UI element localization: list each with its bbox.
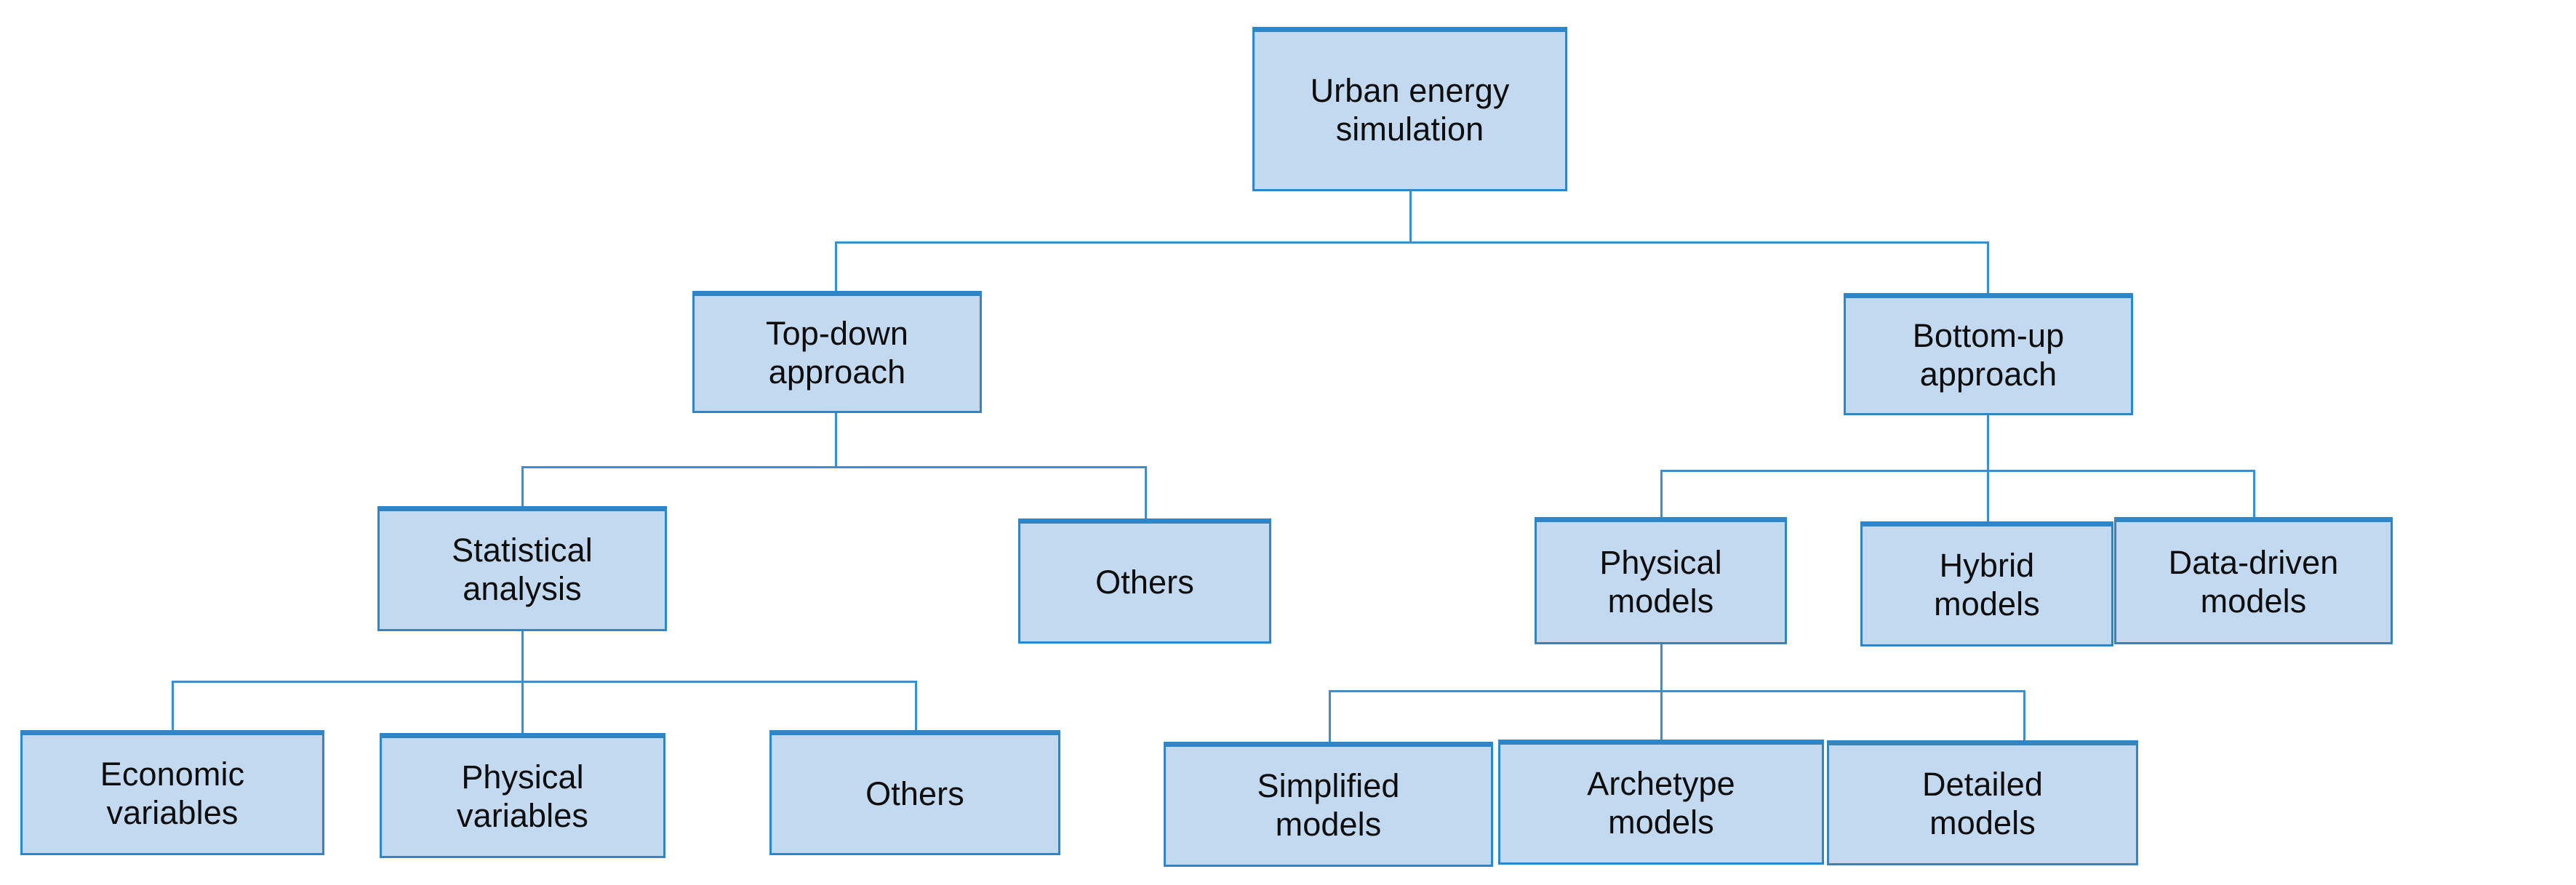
node-label: Statistical analysis <box>452 532 593 607</box>
connector-physical-models-stem <box>1660 643 1663 742</box>
node-detailed-models[interactable]: Detailed models <box>1827 740 2138 865</box>
connector-to-others-top-down <box>1145 466 1147 520</box>
node-label: Others <box>1095 563 1194 601</box>
node-statistical-analysis[interactable]: Statistical analysis <box>377 506 667 631</box>
connector-bottom-up-stem <box>1987 415 1989 471</box>
connector-top-down-bus <box>521 466 1147 468</box>
connector-to-statistical-analysis <box>521 466 524 508</box>
node-label: Data-driven models <box>2168 543 2339 620</box>
connector-to-economic-variables <box>172 681 174 732</box>
connector-to-bottom-up <box>1987 241 1989 295</box>
node-label: Physical variables <box>457 758 588 834</box>
node-label: Top-down approach <box>766 315 908 391</box>
node-label: Archetype models <box>1587 765 1735 841</box>
connector-to-physical-models <box>1660 470 1663 518</box>
node-label: Urban energy simulation <box>1310 72 1510 148</box>
connector-to-simplified-models <box>1329 690 1331 742</box>
node-bottom-up-approach[interactable]: Bottom-up approach <box>1844 293 2133 415</box>
connector-to-data-driven-models <box>2253 470 2255 518</box>
node-archetype-models[interactable]: Archetype models <box>1498 740 1824 865</box>
node-physical-variables[interactable]: Physical variables <box>380 733 665 858</box>
connector-level1-bus <box>835 241 1989 244</box>
connector-statistical-analysis-bus <box>172 681 917 683</box>
node-label: Hybrid models <box>1934 547 2040 622</box>
node-label: Others <box>865 774 964 812</box>
node-others-top-down[interactable]: Others <box>1018 518 1271 644</box>
node-label: Economic variables <box>100 756 245 831</box>
node-others-statistical[interactable]: Others <box>769 730 1060 855</box>
node-urban-energy-simulation[interactable]: Urban energy simulation <box>1252 27 1567 191</box>
connector-root-stem <box>1409 189 1412 243</box>
connector-to-others-statistical <box>915 681 917 732</box>
node-label: Detailed models <box>1922 766 2043 841</box>
node-hybrid-models[interactable]: Hybrid models <box>1860 521 2113 646</box>
connector-bottom-up-bus <box>1660 470 2255 472</box>
node-label: Simplified models <box>1257 767 1400 843</box>
connector-to-top-down <box>835 241 837 292</box>
node-top-down-approach[interactable]: Top-down approach <box>692 291 982 413</box>
node-data-driven-models[interactable]: Data-driven models <box>2114 517 2393 644</box>
node-simplified-models[interactable]: Simplified models <box>1164 742 1493 867</box>
node-label: Physical models <box>1599 543 1722 620</box>
node-label: Bottom-up approach <box>1912 317 2065 393</box>
node-economic-variables[interactable]: Economic variables <box>20 730 324 855</box>
connector-physical-models-bus <box>1329 690 2025 692</box>
connector-top-down-stem <box>835 411 837 468</box>
node-physical-models[interactable]: Physical models <box>1535 517 1787 644</box>
connector-to-detailed-models <box>2023 690 2025 741</box>
connector-to-hybrid-models <box>1987 470 1989 523</box>
